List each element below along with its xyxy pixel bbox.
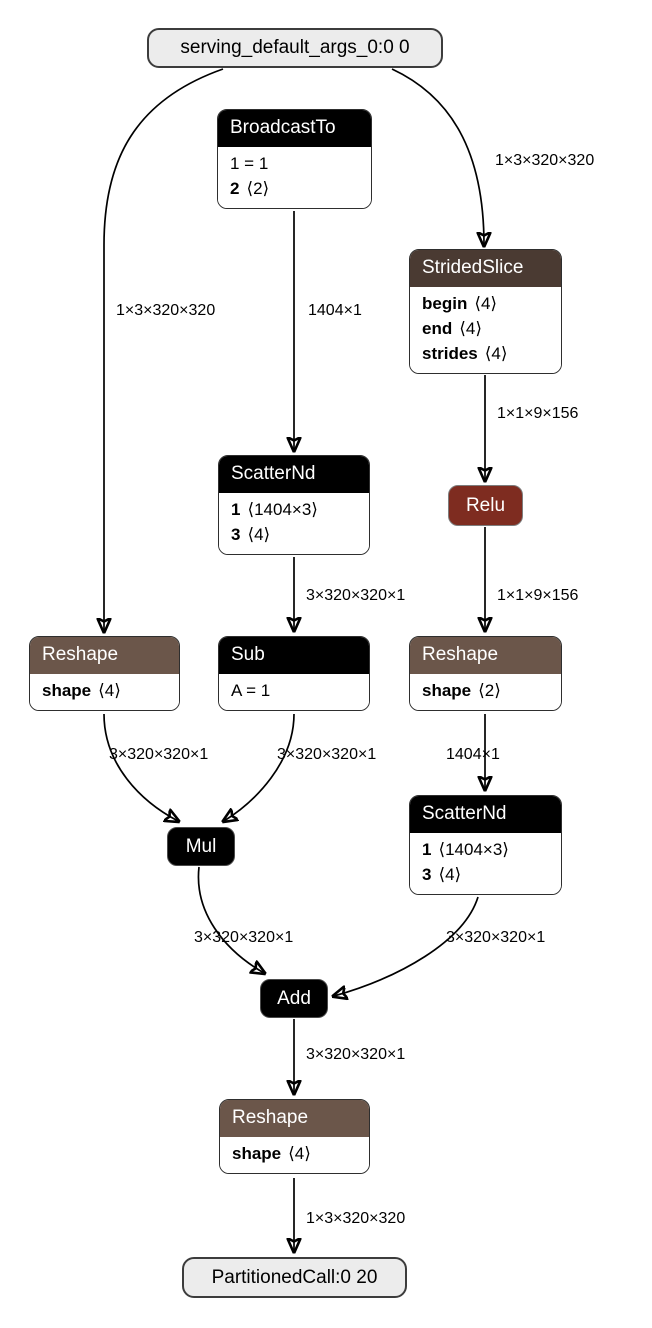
node-mul[interactable]: Mul [167, 827, 235, 866]
node-reshape-left[interactable]: Reshape shape⟨4⟩ [29, 636, 180, 711]
node-title: Reshape [220, 1100, 369, 1137]
node-scatternd-left[interactable]: ScatterNd 1⟨1404×3⟩ 3⟨4⟩ [218, 455, 370, 555]
node-scatternd-right[interactable]: ScatterNd 1⟨1404×3⟩ 3⟨4⟩ [409, 795, 562, 895]
node-attributes: 1⟨1404×3⟩ 3⟨4⟩ [410, 833, 561, 894]
attr-row: shape⟨2⟩ [422, 681, 501, 700]
node-attributes: shape⟨4⟩ [30, 674, 179, 710]
attr-row: strides⟨4⟩ [422, 344, 508, 363]
node-attributes: A = 1 [219, 674, 369, 710]
node-attributes: 1⟨1404×3⟩ 3⟨4⟩ [219, 493, 369, 554]
node-attributes: begin⟨4⟩ end⟨4⟩ strides⟨4⟩ [410, 287, 561, 373]
node-title: Relu [465, 494, 506, 516]
attr-row: 1⟨1404×3⟩ [422, 840, 509, 859]
attr-row: begin⟨4⟩ [422, 294, 498, 313]
attr-row: shape⟨4⟩ [42, 681, 121, 700]
node-attributes: shape⟨4⟩ [220, 1137, 369, 1173]
node-reshape-right[interactable]: Reshape shape⟨2⟩ [409, 636, 562, 711]
edge-label: 3×320×320×1 [194, 929, 294, 946]
edge-label: 1×1×9×156 [497, 405, 579, 422]
node-title: Mul [185, 835, 217, 857]
node-title: Reshape [30, 637, 179, 674]
edge-serving-to-stridedslice [391, 68, 484, 245]
node-title: StridedSlice [410, 250, 561, 287]
edge-label: 3×320×320×1 [277, 746, 377, 763]
node-reshape-bottom[interactable]: Reshape shape⟨4⟩ [219, 1099, 370, 1174]
node-title: Add [277, 987, 311, 1009]
edge-label: 1404×1 [446, 746, 500, 763]
node-title: Sub [219, 637, 369, 674]
attr-row: shape⟨4⟩ [232, 1144, 311, 1163]
node-title: ScatterNd [410, 796, 561, 833]
node-relu[interactable]: Relu [448, 485, 523, 526]
output-node-label: PartitionedCall:0 20 [211, 1266, 378, 1288]
node-stridedslice[interactable]: StridedSlice begin⟨4⟩ end⟨4⟩ strides⟨4⟩ [409, 249, 562, 374]
edge-label: 1×3×320×320 [495, 152, 595, 169]
edge-label: 3×320×320×1 [306, 1046, 406, 1063]
edge-label: 3×320×320×1 [109, 746, 209, 763]
edge-mul-to-add [197, 866, 264, 973]
edge-label: 1404×1 [308, 302, 362, 319]
edge-label: 1×1×9×156 [497, 587, 579, 604]
node-broadcastto[interactable]: BroadcastTo 1 = 1 2⟨2⟩ [217, 109, 372, 209]
attr-row: 1 = 1 [230, 154, 269, 173]
edge-reshape-left-to-mul [103, 713, 178, 821]
attr-row: 3⟨4⟩ [231, 525, 271, 544]
node-attributes: 1 = 1 2⟨2⟩ [218, 147, 371, 208]
attr-row: 2⟨2⟩ [230, 179, 270, 198]
attr-row: end⟨4⟩ [422, 319, 482, 338]
node-sub[interactable]: Sub A = 1 [218, 636, 370, 711]
edge-label: 1×3×320×320 [306, 1210, 406, 1227]
node-title: Reshape [410, 637, 561, 674]
edge-label: 3×320×320×1 [446, 929, 546, 946]
input-node-label: serving_default_args_0:0 0 [180, 37, 410, 58]
node-attributes: shape⟨2⟩ [410, 674, 561, 710]
edge-label: 3×320×320×1 [306, 587, 406, 604]
input-node-serving-default[interactable]: serving_default_args_0:0 0 [147, 28, 443, 68]
attr-row: 3⟨4⟩ [422, 865, 462, 884]
edge-scatternd-right-to-add [334, 896, 479, 996]
attr-row: A = 1 [231, 681, 271, 700]
edge-label: 1×3×320×320 [116, 302, 216, 319]
node-add[interactable]: Add [260, 979, 328, 1018]
node-title: ScatterNd [219, 456, 369, 493]
attr-row: 1⟨1404×3⟩ [231, 500, 318, 519]
node-title: BroadcastTo [218, 110, 371, 147]
edge-sub-to-mul [224, 713, 295, 821]
output-node-partitionedcall[interactable]: PartitionedCall:0 20 [182, 1257, 407, 1298]
edge-serving-to-reshape-left [104, 68, 224, 631]
